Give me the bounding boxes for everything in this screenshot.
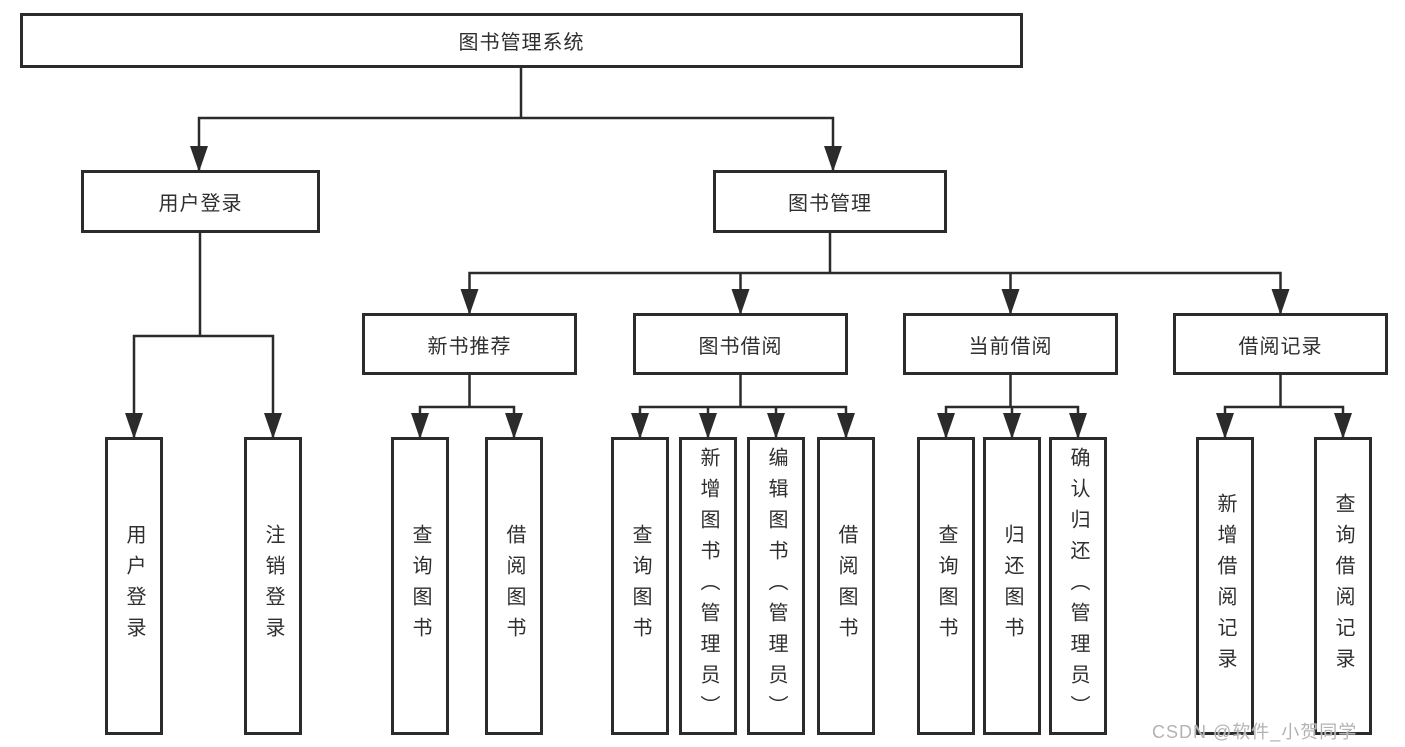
node-book-borrow: 图书借阅	[633, 313, 848, 375]
leaf-add-borrow-record-label: 新增借阅记录	[1214, 493, 1236, 679]
watermark-text: CSDN @软件_小贺同学	[1152, 722, 1358, 742]
leaf-edit-book-admin: 编辑图书（管理员）	[747, 437, 805, 735]
node-user-login-label: 用户登录	[158, 193, 243, 215]
leaf-return-book-label: 归还图书	[1001, 524, 1023, 648]
leaf-user-login: 用户登录	[105, 437, 163, 735]
node-borrow-records-label: 借阅记录	[1238, 335, 1323, 358]
leaf-edit-book-admin-label: 编辑图书（管理员）	[765, 446, 787, 726]
leaf-query-books-current-label: 查询图书	[935, 524, 957, 648]
leaf-query-books-borrow-label: 查询图书	[629, 524, 651, 648]
node-current-borrow: 当前借阅	[903, 313, 1118, 375]
node-book-borrow-label: 图书借阅	[698, 335, 783, 358]
leaf-query-books-borrow: 查询图书	[611, 437, 669, 735]
leaf-query-books-recommend-label: 查询图书	[409, 524, 431, 648]
arrowheads	[125, 146, 1352, 439]
leaf-logout-label: 注销登录	[262, 524, 284, 648]
leaf-return-book: 归还图书	[983, 437, 1041, 735]
leaf-borrow-books-recommend-label: 借阅图书	[503, 524, 525, 648]
leaf-query-borrow-record-label: 查询借阅记录	[1332, 493, 1354, 679]
node-root: 图书管理系统	[20, 13, 1023, 68]
node-new-book-recommend-label: 新书推荐	[427, 335, 512, 358]
leaf-add-book-admin-label: 新增图书（管理员）	[697, 446, 719, 726]
node-book-management-label: 图书管理	[788, 193, 872, 215]
leaf-borrow-books-recommend: 借阅图书	[485, 437, 543, 735]
node-user-login: 用户登录	[81, 170, 320, 233]
leaf-logout: 注销登录	[244, 437, 302, 735]
leaf-add-borrow-record: 新增借阅记录	[1196, 437, 1254, 735]
node-borrow-records: 借阅记录	[1173, 313, 1388, 375]
leaf-confirm-return-admin: 确认归还（管理员）	[1049, 437, 1107, 735]
node-new-book-recommend: 新书推荐	[362, 313, 577, 375]
leaf-add-book-admin: 新增图书（管理员）	[679, 437, 737, 735]
leaf-query-borrow-record: 查询借阅记录	[1314, 437, 1372, 735]
leaf-confirm-return-admin-label: 确认归还（管理员）	[1067, 446, 1089, 726]
leaf-user-login-label: 用户登录	[123, 524, 145, 648]
node-book-management: 图书管理	[713, 170, 947, 233]
leaf-query-books-recommend: 查询图书	[391, 437, 449, 735]
leaf-borrow-books-borrow: 借阅图书	[817, 437, 875, 735]
node-root-label: 图书管理系统	[458, 32, 585, 54]
leaf-query-books-current: 查询图书	[917, 437, 975, 735]
node-current-borrow-label: 当前借阅	[968, 335, 1053, 358]
leaf-borrow-books-borrow-label: 借阅图书	[835, 524, 857, 648]
